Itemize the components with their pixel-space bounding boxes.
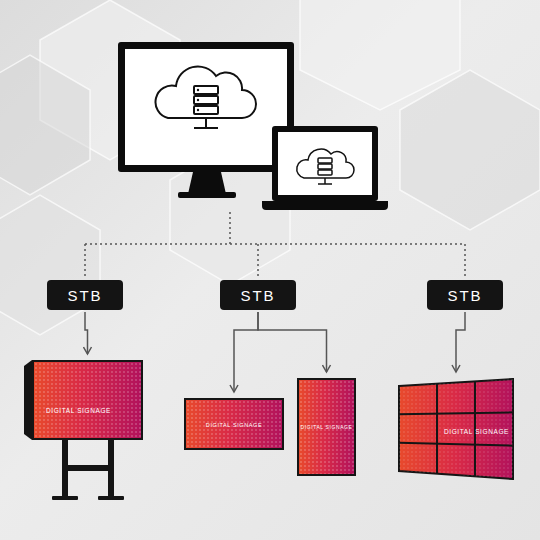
video-wall: DIGITAL SIGNAGE	[398, 378, 514, 480]
display-screen: DIGITAL SIGNAGE	[32, 360, 143, 440]
server-leds	[197, 89, 199, 111]
box-label: STB	[447, 287, 482, 304]
arrow-connector	[456, 312, 465, 372]
monitor-icon	[118, 42, 294, 198]
set-top-box: STB	[47, 280, 123, 310]
set-top-box: STB	[220, 280, 296, 310]
cloud-server-icon	[297, 149, 354, 184]
laptop-icon	[262, 126, 388, 210]
box-label: STB	[67, 287, 102, 304]
cloud-server-icon	[156, 66, 256, 128]
arrow-connector	[258, 312, 327, 372]
box-label: STB	[240, 287, 275, 304]
hex-background	[0, 0, 540, 335]
screen-text: DIGITAL SIGNAGE	[444, 428, 509, 435]
network-line	[85, 212, 465, 279]
screen-text: DIGITAL SIGNAGE	[46, 407, 111, 414]
screen-text: DIGITAL SIGNAGE	[186, 422, 282, 428]
arrow-connector	[234, 312, 258, 392]
arrow-connector	[85, 312, 88, 354]
screen-text: DIGITAL SIGNAGE	[299, 424, 354, 430]
display-screen: DIGITAL SIGNAGE	[297, 378, 356, 476]
display-screen: DIGITAL SIGNAGE	[184, 398, 284, 450]
set-top-box: STB	[427, 280, 503, 310]
